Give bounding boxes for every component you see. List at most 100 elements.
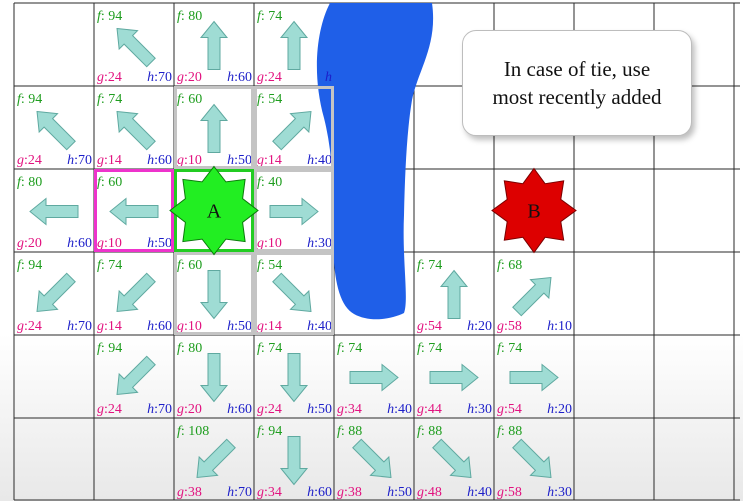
g-value: g:48: [417, 485, 442, 500]
g-value: g:10: [97, 236, 122, 251]
direction-arrow-n: [439, 269, 469, 319]
f-value: f: 74: [97, 258, 122, 273]
g-value: g:14: [257, 153, 282, 168]
g-value: g:34: [257, 485, 282, 500]
direction-arrow-nw: [36, 110, 76, 151]
h-value: h:20: [467, 319, 492, 334]
direction-arrow-e: [269, 197, 319, 226]
f-value: f: 108: [177, 424, 209, 439]
h-value: h:40: [307, 153, 332, 168]
g-value: g:24: [97, 70, 122, 85]
f-value: f: 80: [177, 9, 202, 24]
h-value: h:30: [307, 236, 332, 251]
f-value: f: 74: [497, 341, 522, 356]
g-value: g:24: [257, 70, 282, 85]
f-value: f: 94: [17, 258, 42, 273]
tie-break-callout: In case of tie, use most recently added: [462, 30, 692, 136]
g-value: g:20: [17, 236, 42, 251]
h-value: h:10: [547, 319, 572, 334]
grid-cell: f: 74 g:14 h:60: [97, 92, 172, 168]
f-value: f: 74: [97, 92, 122, 107]
direction-arrow-sw: [116, 355, 156, 396]
grid-cell: f: 68 g:58 h:10: [497, 258, 572, 334]
grid-cell: f: 60 g:10 h:50: [177, 92, 252, 168]
h-value: h:60: [227, 70, 252, 85]
g-value: g:14: [257, 319, 282, 334]
h-value: h:60: [307, 485, 332, 500]
g-value: g:10: [257, 236, 282, 251]
f-value: f: 94: [257, 424, 282, 439]
direction-arrow-ne: [512, 276, 552, 317]
g-value: g:34: [337, 402, 362, 417]
direction-arrow-n: [279, 20, 309, 70]
g-value: g:10: [177, 319, 202, 334]
f-value: f: 74: [257, 9, 282, 24]
h-value: h:70: [227, 485, 252, 500]
expanded-cell-border: [254, 86, 334, 169]
f-value: f: 60: [177, 92, 202, 107]
grid-cell: f: 94 g:34 h:60: [257, 424, 332, 500]
g-value: g:24: [17, 153, 42, 168]
f-value: f: 74: [337, 341, 362, 356]
f-value: f: 40: [257, 175, 282, 190]
h-value: h:50: [227, 153, 252, 168]
f-value: f: 74: [417, 341, 442, 356]
g-value: g:58: [497, 319, 522, 334]
h-value: h:60: [227, 402, 252, 417]
f-value: f: 94: [97, 341, 122, 356]
direction-arrow-e: [349, 363, 399, 392]
direction-arrow-nw: [116, 110, 156, 151]
river-obstacle: [316, 3, 434, 320]
g-value: g:20: [177, 402, 202, 417]
f-value: f: 68: [497, 258, 522, 273]
goal-label: B: [527, 201, 540, 223]
grid-cell: f: 80 g:20 h:60: [177, 341, 252, 417]
direction-arrow-e: [509, 363, 559, 392]
g-value: g:14: [97, 153, 122, 168]
direction-arrow-se: [352, 438, 392, 479]
h-value: h:50: [307, 402, 332, 417]
h-value: h:30: [467, 402, 492, 417]
direction-arrow-s: [279, 353, 309, 403]
h-value: h:70: [147, 402, 172, 417]
direction-arrow-w: [29, 197, 79, 226]
f-value: f: 54: [257, 92, 282, 107]
g-value: g:14: [97, 319, 122, 334]
direction-arrow-se: [272, 272, 312, 313]
goal-star-shape: [491, 167, 577, 254]
g-value: g:38: [337, 485, 362, 500]
start-node-a: A: [169, 165, 259, 256]
g-value: g:10: [177, 153, 202, 168]
direction-arrow-sw: [36, 272, 76, 313]
g-value: g:24: [17, 319, 42, 334]
h-value: h:70: [147, 70, 172, 85]
direction-arrow-se: [432, 438, 472, 479]
start-label: A: [207, 201, 222, 223]
f-value: f: 60: [97, 175, 122, 190]
h-value: h:40: [307, 319, 332, 334]
grid-cell: f: 54 g:14 h:40: [257, 92, 332, 168]
h-value: h:60: [67, 236, 92, 251]
h-value: h:60: [147, 153, 172, 168]
direction-arrow-n: [199, 20, 229, 70]
direction-arrow-w: [109, 197, 159, 226]
direction-arrow-sw: [116, 272, 156, 313]
expanded-cell-border: [254, 252, 334, 335]
direction-arrow-se: [512, 438, 552, 479]
h-value: h:20: [547, 402, 572, 417]
f-value: f: 80: [177, 341, 202, 356]
